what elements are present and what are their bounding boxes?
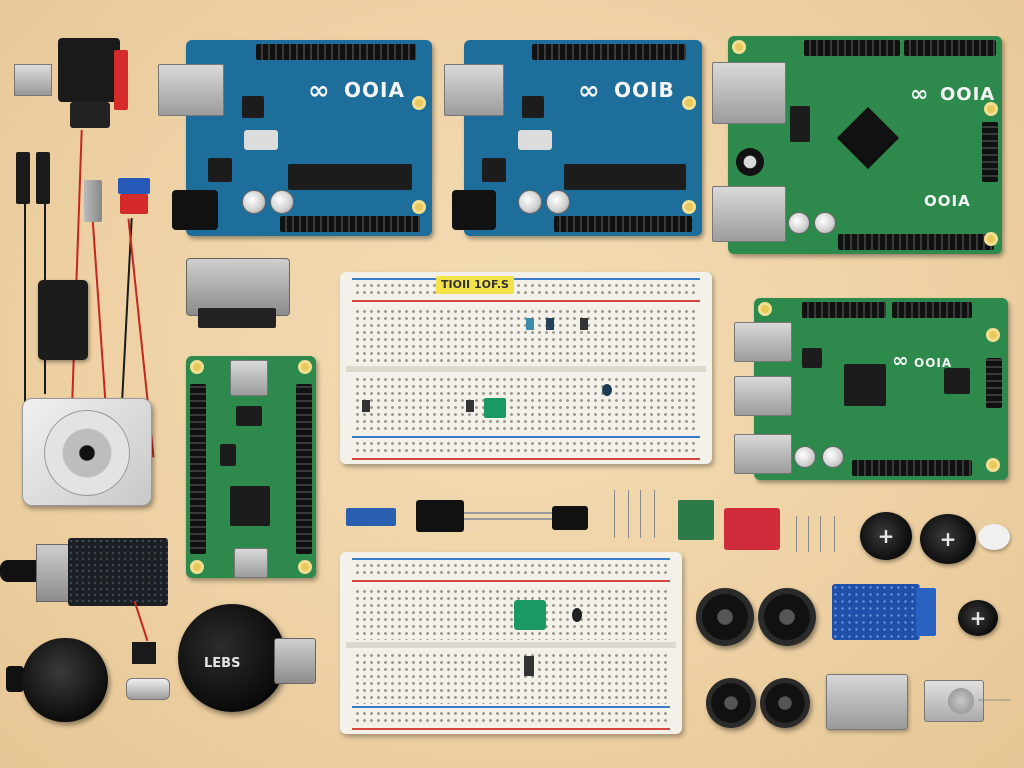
usb-port bbox=[712, 186, 786, 242]
arduino-mega-board-green: ∞ OOIA OOIA bbox=[712, 36, 1002, 254]
motor-driver-board bbox=[0, 538, 170, 606]
servo-sensor bbox=[924, 680, 1012, 722]
dc-power-jack bbox=[172, 190, 218, 230]
microcontroller-chip bbox=[564, 164, 686, 190]
relay-base bbox=[70, 102, 110, 128]
usb-port bbox=[734, 322, 792, 362]
transistor bbox=[524, 656, 534, 676]
microcontroller-chip bbox=[230, 486, 270, 526]
board-logo-icon: ∞ bbox=[892, 348, 910, 372]
board-logo-icon: ∞ bbox=[578, 76, 601, 106]
small-dc-motor bbox=[126, 678, 170, 700]
transistor bbox=[362, 400, 370, 412]
board-label: OOIA bbox=[924, 192, 971, 210]
transistor bbox=[546, 318, 554, 330]
motor-module-label: LEBS bbox=[204, 656, 241, 671]
board-logo-icon: ∞ bbox=[308, 76, 331, 106]
electrolytic-capacitor bbox=[860, 512, 912, 560]
dupont-connectors bbox=[16, 152, 56, 204]
green-component bbox=[514, 600, 546, 630]
speaker bbox=[758, 588, 816, 646]
grey-connector bbox=[84, 180, 102, 222]
red-wire bbox=[91, 220, 107, 400]
microcontroller-board-green bbox=[186, 356, 316, 578]
breadboard-bottom bbox=[340, 552, 682, 734]
blue-sensor-module bbox=[832, 584, 936, 640]
green-component bbox=[484, 398, 506, 418]
arduino-board-green-2: ∞ OOIA bbox=[734, 298, 1008, 480]
ethernet-port bbox=[712, 62, 786, 124]
electrolytic-capacitor bbox=[920, 514, 976, 564]
breadboard-top: TIOII 1OF.S bbox=[340, 272, 712, 464]
resistor-lead bbox=[808, 516, 809, 552]
reset-button bbox=[244, 130, 278, 150]
resistor-lead bbox=[614, 490, 615, 538]
power-adapter bbox=[38, 280, 88, 360]
resistor-lead bbox=[796, 516, 797, 552]
usb-port bbox=[230, 360, 268, 396]
usb-port bbox=[734, 434, 792, 474]
motor-module-black: LEBS bbox=[178, 604, 318, 716]
board-logo-icon: ∞ bbox=[910, 82, 930, 107]
usb-port bbox=[234, 548, 268, 578]
motor-shaft-icon bbox=[44, 410, 130, 496]
led bbox=[602, 384, 612, 396]
relay-block bbox=[58, 38, 120, 102]
resistor-lead bbox=[834, 516, 835, 552]
resistor-lead bbox=[820, 516, 821, 552]
speaker bbox=[760, 678, 810, 728]
usb-b-port bbox=[158, 64, 224, 116]
resistor-lead bbox=[654, 490, 655, 538]
label-tape: TIOII 1OF.S bbox=[436, 276, 514, 294]
red-wire bbox=[133, 600, 149, 642]
stepper-motor bbox=[22, 398, 152, 506]
led bbox=[526, 318, 534, 330]
tmp-sensor bbox=[416, 500, 588, 532]
reset-button bbox=[518, 130, 552, 150]
buzzer bbox=[736, 148, 764, 176]
arduino-board-blue-1: ∞ OOIA bbox=[158, 40, 432, 236]
speaker bbox=[696, 588, 754, 646]
relay-grey-box bbox=[826, 674, 908, 730]
led bbox=[572, 608, 582, 622]
usb-port bbox=[734, 376, 792, 416]
resistor-lead bbox=[628, 490, 629, 538]
usb-a-connector bbox=[14, 64, 52, 96]
speaker bbox=[706, 678, 756, 728]
arduino-board-blue-2: ∞ OOIB bbox=[444, 40, 702, 236]
green-breakout-module bbox=[678, 500, 714, 540]
red-breakout-module bbox=[724, 508, 780, 550]
board-label: OOIA bbox=[344, 78, 405, 102]
board-label: OOIA bbox=[914, 356, 953, 370]
dc-motor-black bbox=[6, 638, 108, 722]
electrolytic-capacitor bbox=[958, 600, 998, 636]
sensor-module-grey bbox=[186, 258, 290, 328]
black-wire bbox=[24, 204, 26, 404]
transistor bbox=[580, 318, 588, 330]
microcontroller-chip bbox=[844, 364, 886, 406]
white-cap bbox=[978, 524, 1010, 550]
blue-red-jumper-header bbox=[118, 178, 150, 218]
relay-module bbox=[14, 38, 128, 130]
microcontroller-chip bbox=[288, 164, 412, 190]
board-label: OOIB bbox=[614, 78, 675, 102]
board-label: OOIA bbox=[940, 84, 996, 105]
pin-header bbox=[132, 642, 156, 664]
blue-breakout-board bbox=[346, 508, 396, 526]
resistor-lead bbox=[640, 490, 641, 538]
transistor bbox=[466, 400, 474, 412]
dc-power-jack bbox=[452, 190, 496, 230]
usb-b-port bbox=[444, 64, 504, 116]
microcontroller-chip bbox=[836, 106, 900, 170]
red-terminal bbox=[114, 50, 128, 110]
